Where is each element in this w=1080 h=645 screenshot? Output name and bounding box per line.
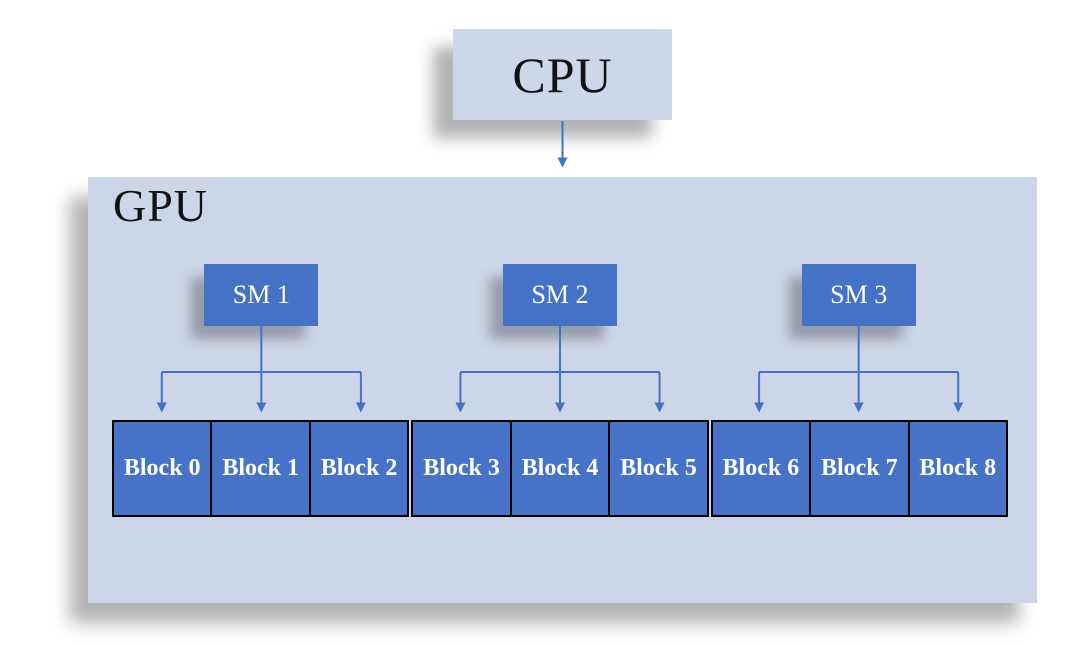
block-cell: Block 3 [413, 422, 510, 515]
sm-label: SM 1 [232, 280, 290, 309]
block-cell: Block 8 [907, 422, 1006, 515]
block-cell: Block 7 [809, 422, 908, 515]
gpu-label: GPU [113, 180, 209, 231]
block-cell: Block 2 [308, 422, 408, 515]
block-cell: Block 6 [712, 422, 810, 515]
cpu-label: CPU [512, 46, 613, 103]
sm-label: SM 2 [531, 280, 589, 309]
block-cell: Block 5 [608, 422, 707, 515]
sm-box-2: SM 2 [503, 264, 617, 326]
block-cell: Block 0 [114, 422, 211, 515]
block-cell: Block 1 [210, 422, 309, 515]
sm-box-1: SM 1 [204, 264, 319, 326]
sm-box-3: SM 3 [801, 264, 916, 326]
block-cell: Block 4 [509, 422, 609, 515]
cpu-box: CPU [453, 29, 672, 120]
sm-label: SM 3 [830, 280, 888, 309]
